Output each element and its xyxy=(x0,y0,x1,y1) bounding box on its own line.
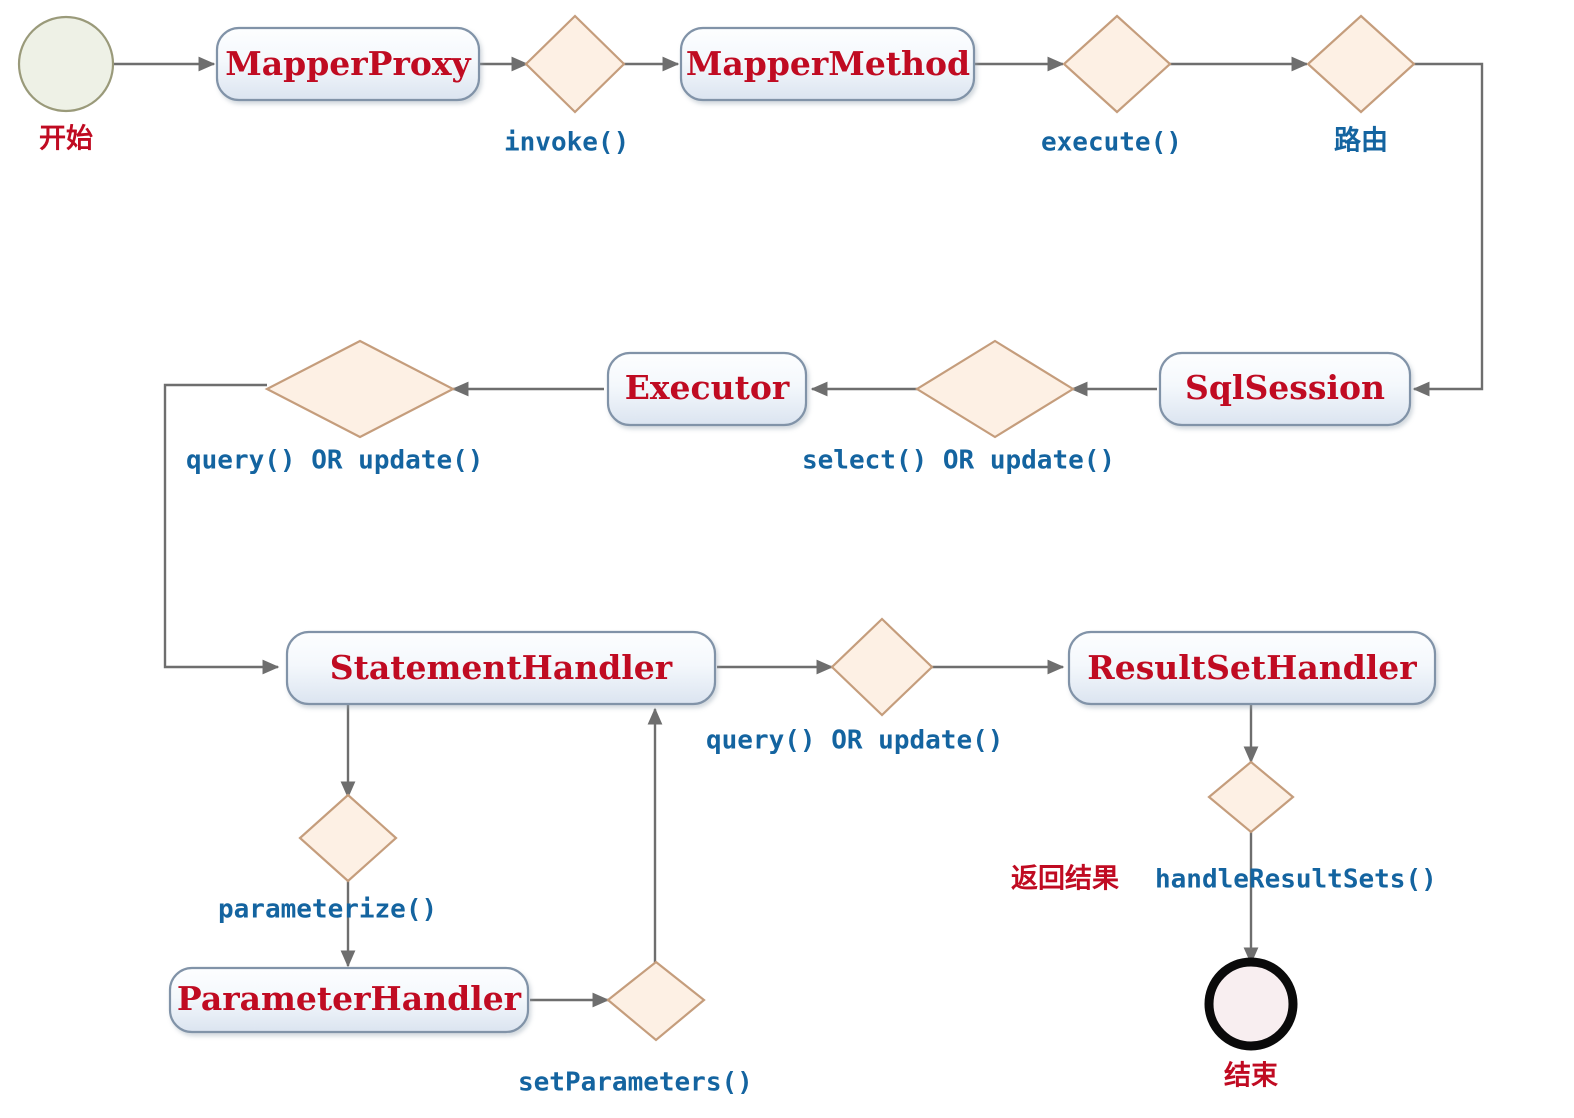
edge-route-to-sqlsession xyxy=(1412,62,1484,397)
node-query-update-decision-left[interactable] xyxy=(264,339,456,439)
connector-layer xyxy=(114,56,1484,1008)
sql-session-box xyxy=(1158,351,1412,427)
node-start[interactable] xyxy=(17,15,115,113)
select-update-diamond-shape xyxy=(914,339,1076,439)
edge-queryupdate-to-statementhandler xyxy=(163,383,280,675)
statement-handler-box xyxy=(285,630,717,706)
result-set-handler-label: ResultSetHandler xyxy=(1087,648,1417,687)
node-execute-decision[interactable] xyxy=(1062,14,1172,114)
handle-result-sets-diamond-shape xyxy=(1207,760,1295,834)
node-parameterize-decision[interactable] xyxy=(298,793,398,883)
node-handle-result-sets-decision[interactable] xyxy=(1207,760,1295,834)
start-label: 开始 xyxy=(39,123,93,155)
route-diamond-shape xyxy=(1306,14,1416,114)
start-circle-shape xyxy=(17,15,115,113)
mapper-method-box xyxy=(679,26,976,102)
result-set-handler-box xyxy=(1067,630,1437,706)
mapper-method-label: MapperMethod xyxy=(686,44,970,83)
executor-box xyxy=(606,351,808,427)
set-parameters-label: setParameters() xyxy=(518,1068,753,1098)
route-label: 路由 xyxy=(1334,125,1388,157)
node-statement-handler[interactable]: StatementHandler xyxy=(285,630,717,706)
node-mapper-proxy[interactable]: MapperProxy xyxy=(215,26,481,102)
executor-label: Executor xyxy=(625,368,790,407)
node-mapper-method[interactable]: MapperMethod xyxy=(679,26,976,102)
end-label: 结束 xyxy=(1224,1061,1278,1092)
execute-label: execute() xyxy=(1041,128,1182,158)
handle-result-sets-label: handleResultSets() xyxy=(1155,865,1437,895)
execute-diamond-shape xyxy=(1062,14,1172,114)
query-update-left-label: query() OR update() xyxy=(186,446,483,476)
node-query-update-decision-mid[interactable] xyxy=(830,617,934,717)
node-sql-session[interactable]: SqlSession xyxy=(1158,351,1412,427)
node-end[interactable] xyxy=(1204,957,1298,1051)
sql-session-label: SqlSession xyxy=(1185,368,1385,407)
query-update-left-diamond-shape xyxy=(264,339,456,439)
mapper-proxy-label: MapperProxy xyxy=(225,44,471,83)
node-set-parameters-decision[interactable] xyxy=(606,960,706,1042)
node-executor[interactable]: Executor xyxy=(606,351,808,427)
query-update-mid-label: query() OR update() xyxy=(706,726,1003,756)
select-update-label: select() OR update() xyxy=(802,446,1115,476)
node-select-update-decision[interactable] xyxy=(914,339,1076,439)
parameterize-label: parameterize() xyxy=(218,895,437,925)
node-invoke-decision[interactable] xyxy=(524,14,626,114)
mapper-proxy-box xyxy=(215,26,481,102)
statement-handler-label: StatementHandler xyxy=(330,648,673,687)
node-result-set-handler[interactable]: ResultSetHandler xyxy=(1067,630,1437,706)
parameterize-diamond-shape xyxy=(298,793,398,883)
end-circle-shape xyxy=(1204,957,1298,1051)
node-route-decision[interactable] xyxy=(1306,14,1416,114)
invoke-diamond-shape xyxy=(524,14,626,114)
set-parameters-diamond-shape xyxy=(606,960,706,1042)
query-update-mid-diamond-shape xyxy=(830,617,934,717)
invoke-label: invoke() xyxy=(504,128,629,158)
parameter-handler-label: ParameterHandler xyxy=(177,979,522,1018)
parameter-handler-box xyxy=(168,966,530,1034)
node-parameter-handler[interactable]: ParameterHandler xyxy=(168,966,530,1034)
return-result-label: 返回结果 xyxy=(1011,864,1119,895)
